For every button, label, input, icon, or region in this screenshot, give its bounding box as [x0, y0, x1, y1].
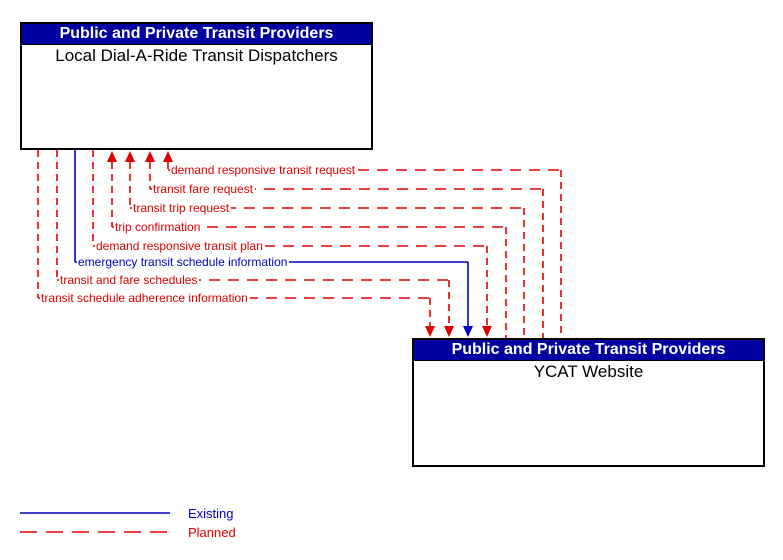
- flow-label: transit fare request: [152, 182, 256, 196]
- arrowhead-down-icon: [463, 326, 473, 337]
- entity-name: Local Dial-A-Ride Transit Dispatchers: [55, 46, 338, 65]
- legend-label-planned: Planned: [188, 525, 236, 540]
- arrowhead-up-icon: [145, 151, 155, 162]
- entity-header: Public and Private Transit Providers: [22, 24, 371, 45]
- arrowhead-down-icon: [425, 326, 435, 337]
- flow-label: emergency transit schedule information: [77, 255, 290, 269]
- entity-box-dispatchers: Public and Private Transit Providers Loc…: [20, 22, 373, 150]
- arrowhead-down-icon: [444, 326, 454, 337]
- entity-header: Public and Private Transit Providers: [414, 340, 763, 361]
- entity-box-ycat: Public and Private Transit Providers YCA…: [412, 338, 765, 467]
- flow-label: transit and fare schedules: [59, 273, 200, 287]
- legend-label-existing: Existing: [188, 506, 234, 521]
- flow-label: demand responsive transit request: [170, 163, 358, 177]
- entity-name: YCAT Website: [533, 362, 644, 381]
- arrowhead-down-icon: [482, 326, 492, 337]
- flow-label: demand responsive transit plan: [95, 239, 265, 253]
- arrowhead-up-icon: [107, 151, 117, 162]
- flow-label: trip confirmation: [114, 220, 203, 234]
- arrowhead-up-icon: [163, 151, 173, 162]
- arrowhead-up-icon: [125, 151, 135, 162]
- flow-label: transit schedule adherence information: [40, 291, 250, 305]
- flow-label: transit trip request: [132, 201, 232, 215]
